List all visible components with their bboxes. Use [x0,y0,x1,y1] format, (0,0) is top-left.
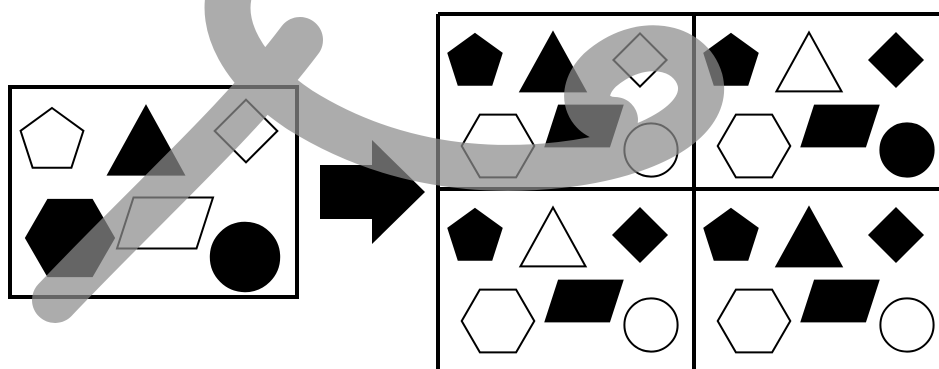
triangle-filled-icon [776,207,841,266]
parallelogram-filled-icon [802,281,879,322]
pentagon-filled-icon [704,209,757,260]
circle-filled-icon [211,223,279,291]
hexagon-outline-icon [462,290,535,353]
circle-outline-icon [880,298,933,351]
diamond-filled-icon [613,208,666,261]
parallelogram-filled-icon [802,106,879,147]
hexagon-outline-icon [718,290,791,353]
answer-option-2[interactable] [704,32,933,177]
triangle-outline-icon [520,207,585,266]
pentagon-filled-icon [448,34,501,85]
pentagon-outline-icon [21,108,84,168]
circle-outline-icon [624,298,677,351]
diamond-filled-icon [869,33,922,86]
pentagon-filled-icon [448,209,501,260]
circle-filled-icon [880,123,933,176]
diamond-filled-icon [869,208,922,261]
triangle-outline-icon [776,32,841,91]
hexagon-outline-icon [718,115,791,178]
parallelogram-filled-icon [546,281,623,322]
answer-option-3[interactable] [448,207,677,352]
answer-option-4[interactable] [704,207,933,352]
